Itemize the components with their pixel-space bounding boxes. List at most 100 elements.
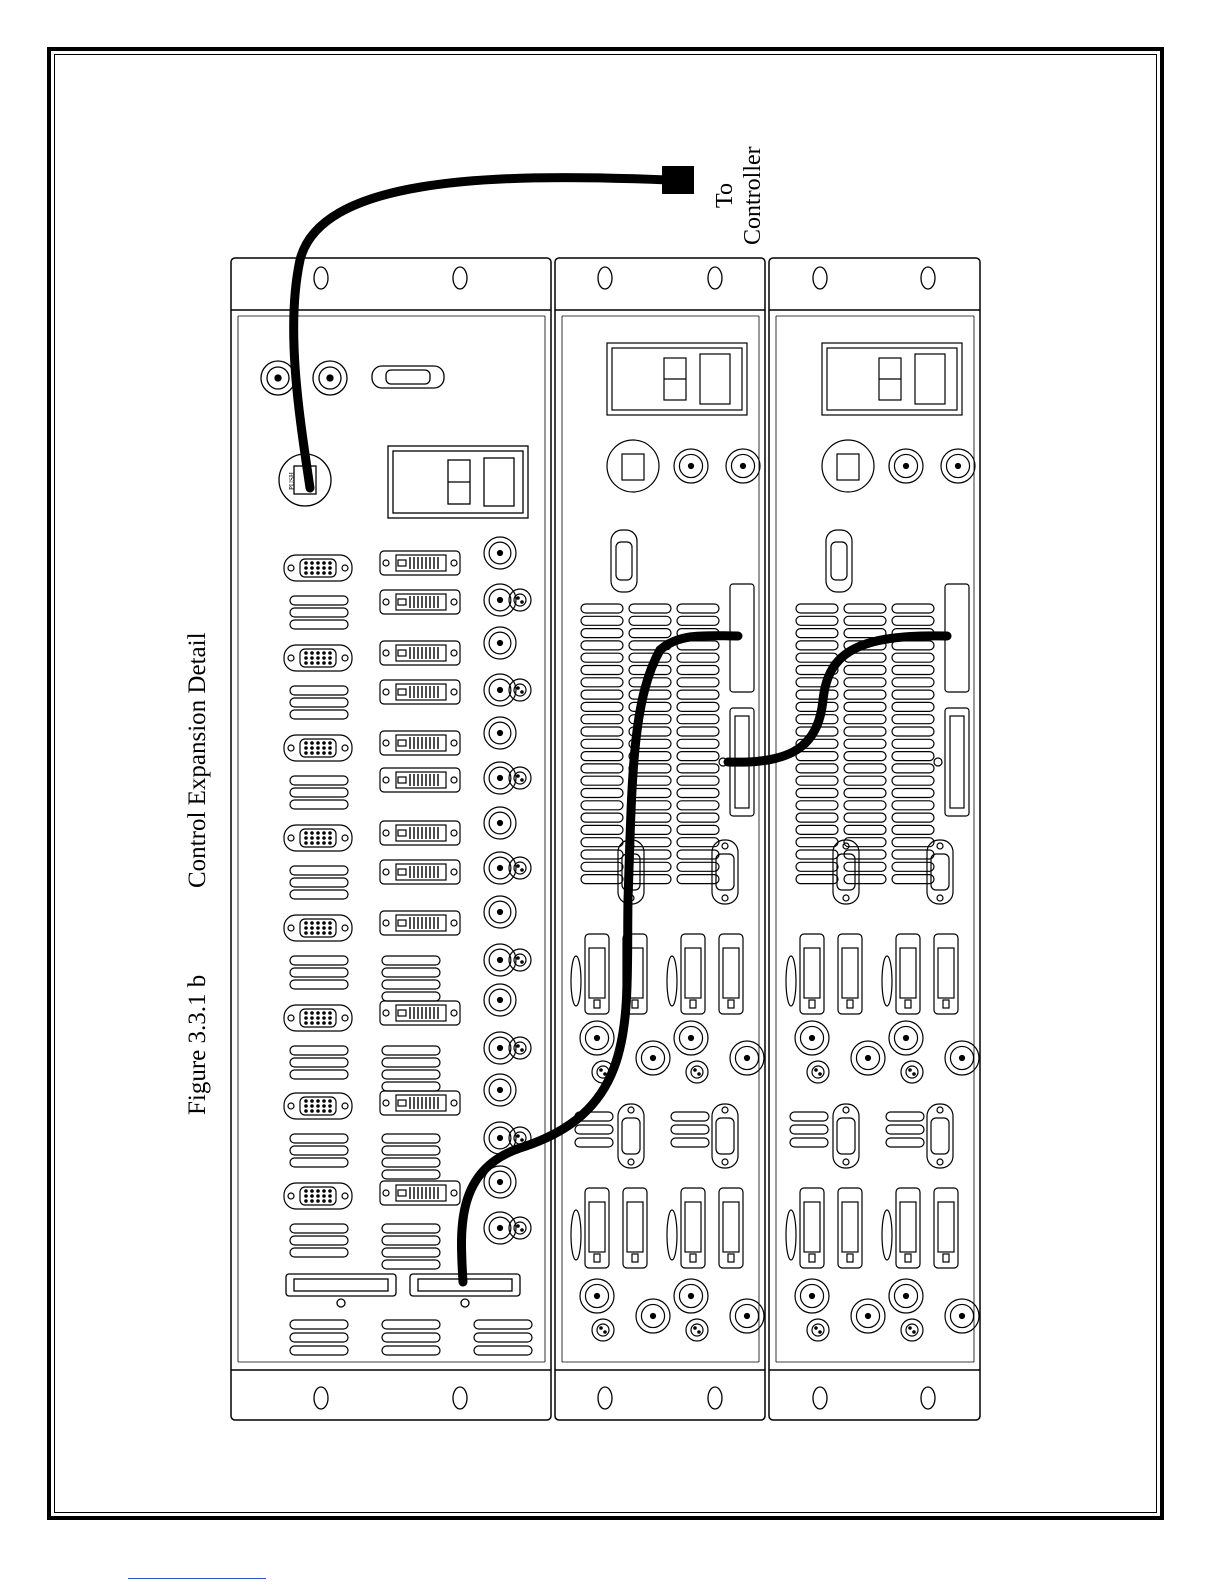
vent-slot	[882, 956, 892, 1006]
vent-slot	[671, 1125, 709, 1134]
vent-slot	[629, 825, 671, 834]
vent-slot	[677, 752, 719, 761]
bnc-connector	[484, 984, 516, 1016]
vent-slot	[796, 604, 838, 613]
vent-slot	[892, 690, 934, 699]
vent-slot	[290, 890, 348, 899]
s-video-port	[686, 1319, 708, 1341]
mounting-slot	[921, 1387, 935, 1409]
vent-slot	[629, 702, 671, 711]
vent-slot	[844, 801, 886, 810]
vent-slot	[677, 653, 719, 662]
bnc-connector	[261, 361, 295, 395]
dvi-port	[380, 731, 460, 755]
mounting-slot	[453, 1387, 467, 1409]
s-video-port	[509, 949, 531, 971]
vent-slot	[290, 1070, 348, 1079]
vent-slot	[290, 1046, 348, 1055]
vga-port	[284, 1183, 352, 1209]
s-video-port	[807, 1319, 829, 1341]
vent-slot	[796, 801, 838, 810]
vent-slot	[844, 678, 886, 687]
vent-slot	[581, 813, 623, 822]
figure-title: Control Expansion Detail	[184, 632, 211, 888]
serial-port-db9	[372, 366, 444, 388]
dvi-port	[380, 641, 460, 665]
bnc-connector	[945, 1299, 979, 1333]
vent-slot	[571, 956, 581, 1006]
vent-slot	[796, 776, 838, 785]
mounting-slot	[813, 267, 827, 289]
vent-slot	[290, 968, 348, 977]
vent-slot	[382, 980, 440, 989]
vga-port	[284, 1093, 352, 1119]
vent-slot	[677, 604, 719, 613]
vent-slot	[796, 629, 838, 638]
vent-slot	[796, 752, 838, 761]
bnc-connector	[726, 449, 760, 483]
vga-port	[284, 735, 352, 761]
vent-slot	[844, 752, 886, 761]
footer-link-underline	[128, 1578, 266, 1579]
vent-slot	[892, 838, 934, 847]
vent-slot	[892, 604, 934, 613]
unit-1-io-grid	[284, 537, 532, 1355]
vga-port	[284, 1005, 352, 1031]
vga-port	[284, 915, 352, 941]
mounting-slot	[708, 1387, 722, 1409]
bnc-connector	[945, 1041, 979, 1075]
vent-slot	[886, 1125, 924, 1134]
vent-slot	[290, 1248, 348, 1257]
dvi-port	[896, 1188, 920, 1268]
vent-slot	[382, 1260, 440, 1269]
mounting-slot	[708, 267, 722, 289]
vent-slot	[581, 776, 623, 785]
power-inlet-module	[388, 446, 528, 518]
vent-slot	[474, 1346, 532, 1355]
vent-slot	[790, 1138, 828, 1147]
s-video-port	[686, 1061, 708, 1083]
vent-slot	[290, 1320, 348, 1329]
vent-slot	[796, 789, 838, 798]
vent-slot	[892, 653, 934, 662]
vent-slot	[892, 789, 934, 798]
bnc-connector	[484, 852, 516, 884]
mounting-slot	[921, 267, 935, 289]
vent-slot	[892, 801, 934, 810]
vent-slot	[886, 1138, 924, 1147]
mounting-slot	[453, 267, 467, 289]
vent-slot	[844, 666, 886, 675]
dvi-port	[585, 1188, 609, 1268]
vent-slot	[677, 825, 719, 834]
vent-slot	[892, 862, 934, 871]
dvi-port	[800, 1188, 824, 1268]
vent-slot	[290, 686, 348, 695]
vent-slot	[581, 752, 623, 761]
dvi-port	[380, 1001, 460, 1025]
vent-slot	[290, 788, 348, 797]
bnc-connector	[484, 1074, 516, 1106]
bnc-connector	[484, 944, 516, 976]
vent-slot	[382, 1058, 440, 1067]
vent-slot	[629, 629, 671, 638]
vent-slot	[844, 789, 886, 798]
vent-slot	[382, 1070, 440, 1079]
vent-slot	[886, 1112, 924, 1121]
vent-slot	[382, 956, 440, 965]
vga-port	[618, 1104, 644, 1168]
vent-slot	[844, 690, 886, 699]
bnc-connector	[484, 717, 516, 749]
vent-slot	[892, 875, 934, 884]
vent-slot	[677, 776, 719, 785]
dvi-port	[719, 934, 743, 1014]
vent-slot	[629, 838, 671, 847]
mounting-slot	[813, 1387, 827, 1409]
vent-slot	[677, 764, 719, 773]
bnc-connector	[889, 1279, 923, 1313]
vent-slot	[786, 956, 796, 1006]
vent-slot	[474, 1333, 532, 1342]
vent-slot	[581, 862, 623, 871]
vent-slot	[667, 1210, 677, 1260]
bnc-connector	[484, 807, 516, 839]
vent-slot	[629, 875, 671, 884]
